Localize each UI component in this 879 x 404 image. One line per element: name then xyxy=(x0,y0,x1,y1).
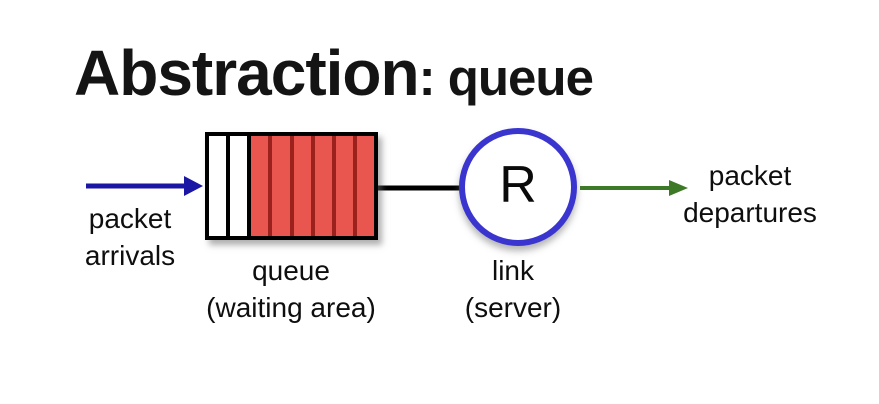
packet-departures-arrow-icon xyxy=(580,180,688,196)
queue-cell-full xyxy=(356,136,374,236)
queue-label: queue (waiting area) xyxy=(176,253,406,327)
queue-box xyxy=(205,132,378,240)
packet-arrivals-line1: packet xyxy=(88,203,172,234)
queue-label-line2: (waiting area) xyxy=(206,291,376,323)
queue-cell-full xyxy=(272,136,294,236)
packet-arrivals-label: packet arrivals xyxy=(55,201,205,275)
router-node: R xyxy=(459,128,577,246)
packet-departures-line1: packet xyxy=(708,160,792,191)
queue-cells xyxy=(209,136,374,236)
link-label-line1: link xyxy=(491,255,534,286)
queue-cell-empty xyxy=(209,136,231,236)
packet-departures-line2: departures xyxy=(683,196,817,228)
packet-departures-label: packet departures xyxy=(650,158,850,232)
link-label: link (server) xyxy=(433,253,593,327)
page-title: Abstraction: queue xyxy=(74,36,594,110)
packet-arrivals-line2: arrivals xyxy=(84,239,176,271)
queue-cell-full xyxy=(293,136,315,236)
link-label-line2: (server) xyxy=(464,291,562,323)
queue-cell-full xyxy=(335,136,357,236)
title-suffix: : queue xyxy=(418,49,594,106)
packet-arrivals-arrow-icon xyxy=(86,176,203,196)
title-main: Abstraction xyxy=(74,37,420,109)
queue-cell-full xyxy=(314,136,336,236)
queue-cell-full xyxy=(251,136,273,236)
router-label: R xyxy=(499,156,537,214)
queue-cell-empty xyxy=(230,136,252,236)
queue-label-line1: queue xyxy=(252,255,330,286)
